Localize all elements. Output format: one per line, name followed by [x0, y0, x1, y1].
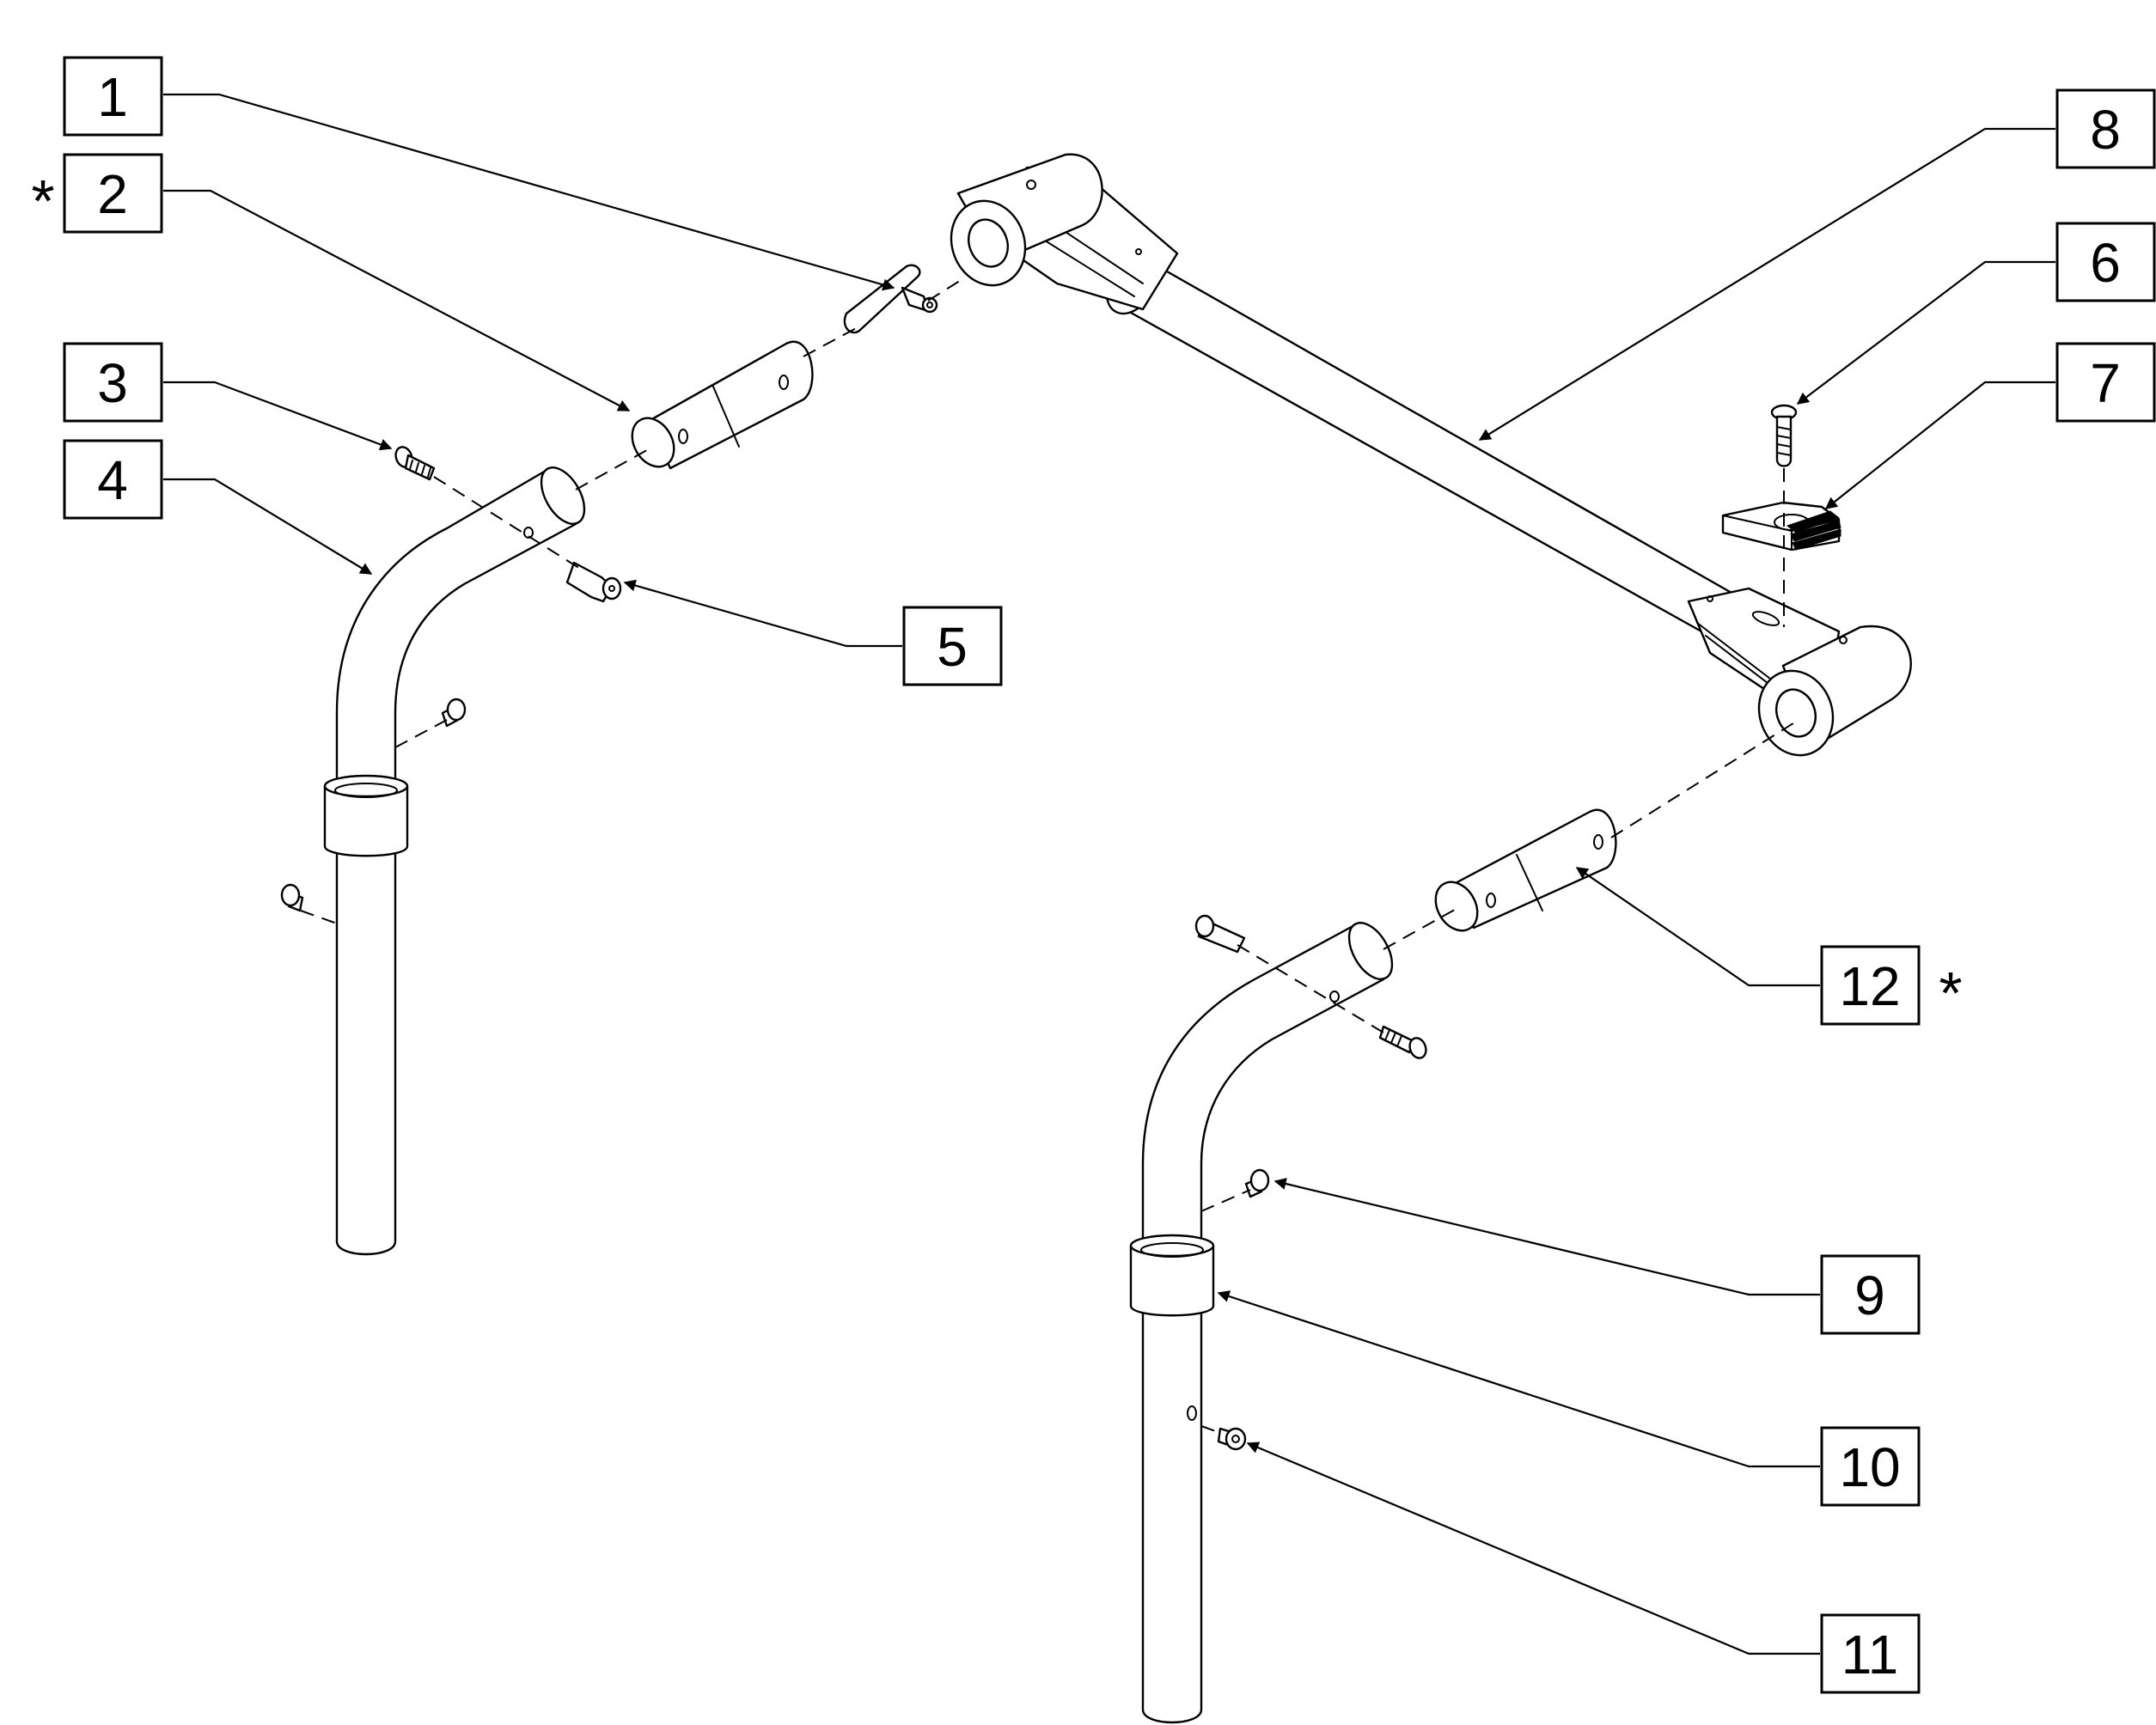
leader-8: [1478, 127, 2055, 441]
callout-box: [63, 56, 163, 137]
left-collar: [323, 784, 409, 857]
left-bent-tube: [335, 466, 577, 788]
leader-9: [1273, 1178, 1820, 1296]
rivet-part-9: [1244, 1168, 1270, 1198]
callout-label: 7: [2090, 352, 2121, 414]
callout-box: [1820, 1254, 1921, 1335]
callout-box: [1820, 945, 1921, 1026]
asterisk-mark: *: [31, 168, 54, 235]
callout-label: 3: [97, 352, 128, 414]
leader-7: [1824, 381, 2055, 509]
leader-10: [1217, 1290, 1820, 1468]
leader-4: [163, 478, 373, 575]
right-lower-tube: [1141, 1304, 1203, 1724]
callout-label: 10: [1839, 1436, 1900, 1498]
callout-box: [2055, 222, 2156, 302]
right-upright-assembly: [1129, 922, 1394, 1724]
leader-lines: [163, 93, 2055, 1655]
right-tube-end: [1347, 922, 1394, 980]
callout-3: 3: [63, 342, 163, 423]
right-collar: [1129, 1244, 1215, 1317]
callout-11: 11: [1820, 1613, 1921, 1694]
assembly-lines: [300, 278, 1797, 1434]
callout-4: 4: [63, 439, 163, 520]
left-hub-bore: [968, 218, 1009, 268]
callout-label: 2: [97, 163, 128, 225]
cross-bar-tube: [1115, 256, 1733, 633]
callout-box: [63, 342, 163, 423]
left-tube-end: [540, 466, 586, 525]
callout-label: 1: [97, 66, 128, 128]
leader-6: [1796, 260, 2055, 405]
callout-label: 4: [97, 449, 128, 511]
callout-label: 8: [2090, 99, 2121, 161]
callout-9: 9: [1820, 1254, 1921, 1335]
callout-12: 12 *: [1820, 945, 1963, 1027]
left-upright-assembly: [323, 466, 586, 1256]
pin-part-5: [565, 561, 622, 603]
screw-right-tube: [1378, 1025, 1427, 1059]
right-adapter-sleeve: [1434, 808, 1617, 932]
pin-right: [1194, 914, 1246, 954]
callout-box: [63, 153, 163, 234]
callout-label: 6: [2090, 232, 2121, 294]
wedge-clamp-part-7: [1721, 501, 1841, 552]
left-lower-tube: [335, 849, 397, 1256]
callout-6: 6: [2055, 222, 2156, 302]
callout-box: [63, 439, 163, 520]
rivet-left-upper: [441, 698, 467, 728]
callout-8: 8: [2055, 88, 2156, 169]
leader-12: [1575, 867, 1820, 987]
leader-2: [163, 189, 631, 411]
callout-box: [902, 606, 1003, 686]
callout-box: [2055, 88, 2156, 169]
leader-11: [1246, 1442, 1820, 1655]
rivet-left-lower: [280, 883, 304, 912]
callout-label: 9: [1854, 1265, 1885, 1326]
callout-5: 5: [902, 606, 1003, 686]
cross-bar-assembly: [950, 153, 1912, 757]
asterisk-mark: *: [1939, 960, 1962, 1027]
right-bent-tube: [1141, 922, 1385, 1247]
leader-5: [623, 579, 902, 648]
callout-label: 5: [937, 616, 968, 678]
callout-box: [2055, 342, 2156, 423]
leader-3: [163, 381, 393, 451]
callout-label: 11: [1841, 1624, 1898, 1685]
callout-label: 12: [1839, 955, 1900, 1017]
callout-1: 1: [63, 56, 163, 137]
callout-10: 10: [1820, 1426, 1921, 1507]
screw-part-6: [1770, 404, 1798, 467]
callout-box: [1820, 1426, 1921, 1507]
leader-1: [163, 93, 895, 291]
right-hub-bore: [1775, 688, 1817, 738]
latch-pin-part: [843, 264, 938, 334]
rivet-part-11: [1217, 1427, 1247, 1451]
callout-2: 2 *: [31, 153, 163, 235]
callout-box: [1820, 1613, 1921, 1694]
left-adapter-sleeve: [631, 340, 814, 470]
callout-7: 7: [2055, 342, 2156, 423]
screw-part-3: [394, 446, 436, 481]
